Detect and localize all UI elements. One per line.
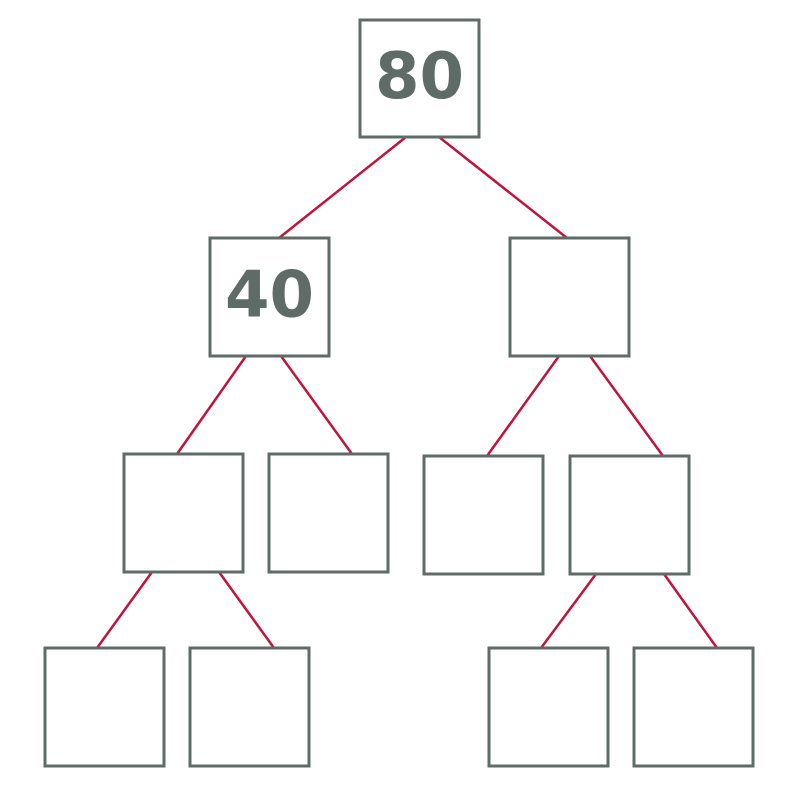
node-box-llr bbox=[188, 646, 311, 768]
tree-node-lll bbox=[43, 646, 166, 768]
node-box-ll bbox=[122, 452, 245, 574]
node-box-root bbox=[358, 18, 481, 139]
node-box-lll bbox=[43, 646, 166, 768]
edge-root-l bbox=[278, 136, 407, 239]
tree-node-rl bbox=[422, 454, 545, 576]
edge-ll-lll bbox=[95, 571, 154, 649]
node-label-root: 80 bbox=[375, 40, 464, 114]
tree-node-lr bbox=[267, 452, 390, 574]
tree-node-rrr bbox=[632, 646, 755, 768]
tree-node-rr bbox=[568, 454, 691, 576]
node-label-l: 40 bbox=[225, 259, 314, 333]
node-box-r bbox=[508, 236, 631, 358]
tree-node-rrl bbox=[487, 646, 610, 768]
edge-ll-llr bbox=[217, 571, 276, 649]
tree-node-ll bbox=[122, 452, 245, 574]
edges-layer bbox=[95, 136, 719, 649]
node-box-l bbox=[208, 236, 331, 358]
tree-node-llr bbox=[188, 646, 311, 768]
node-box-rl bbox=[422, 454, 545, 576]
edge-r-rl bbox=[485, 355, 561, 457]
edge-rr-rrl bbox=[539, 573, 598, 649]
edge-rr-rrr bbox=[662, 573, 719, 649]
edge-r-rr bbox=[588, 355, 665, 457]
edge-l-lr bbox=[279, 355, 354, 455]
tree-node-root: 80 bbox=[358, 18, 481, 139]
nodes-layer: 80 40 bbox=[43, 18, 755, 768]
tree-node-l: 40 bbox=[208, 236, 331, 358]
node-box-rr bbox=[568, 454, 691, 576]
edge-l-ll bbox=[175, 355, 248, 455]
node-box-rrl bbox=[487, 646, 610, 768]
tree-node-r bbox=[508, 236, 631, 358]
node-box-rrr bbox=[632, 646, 755, 768]
edge-root-r bbox=[438, 136, 568, 239]
node-box-lr bbox=[267, 452, 390, 574]
